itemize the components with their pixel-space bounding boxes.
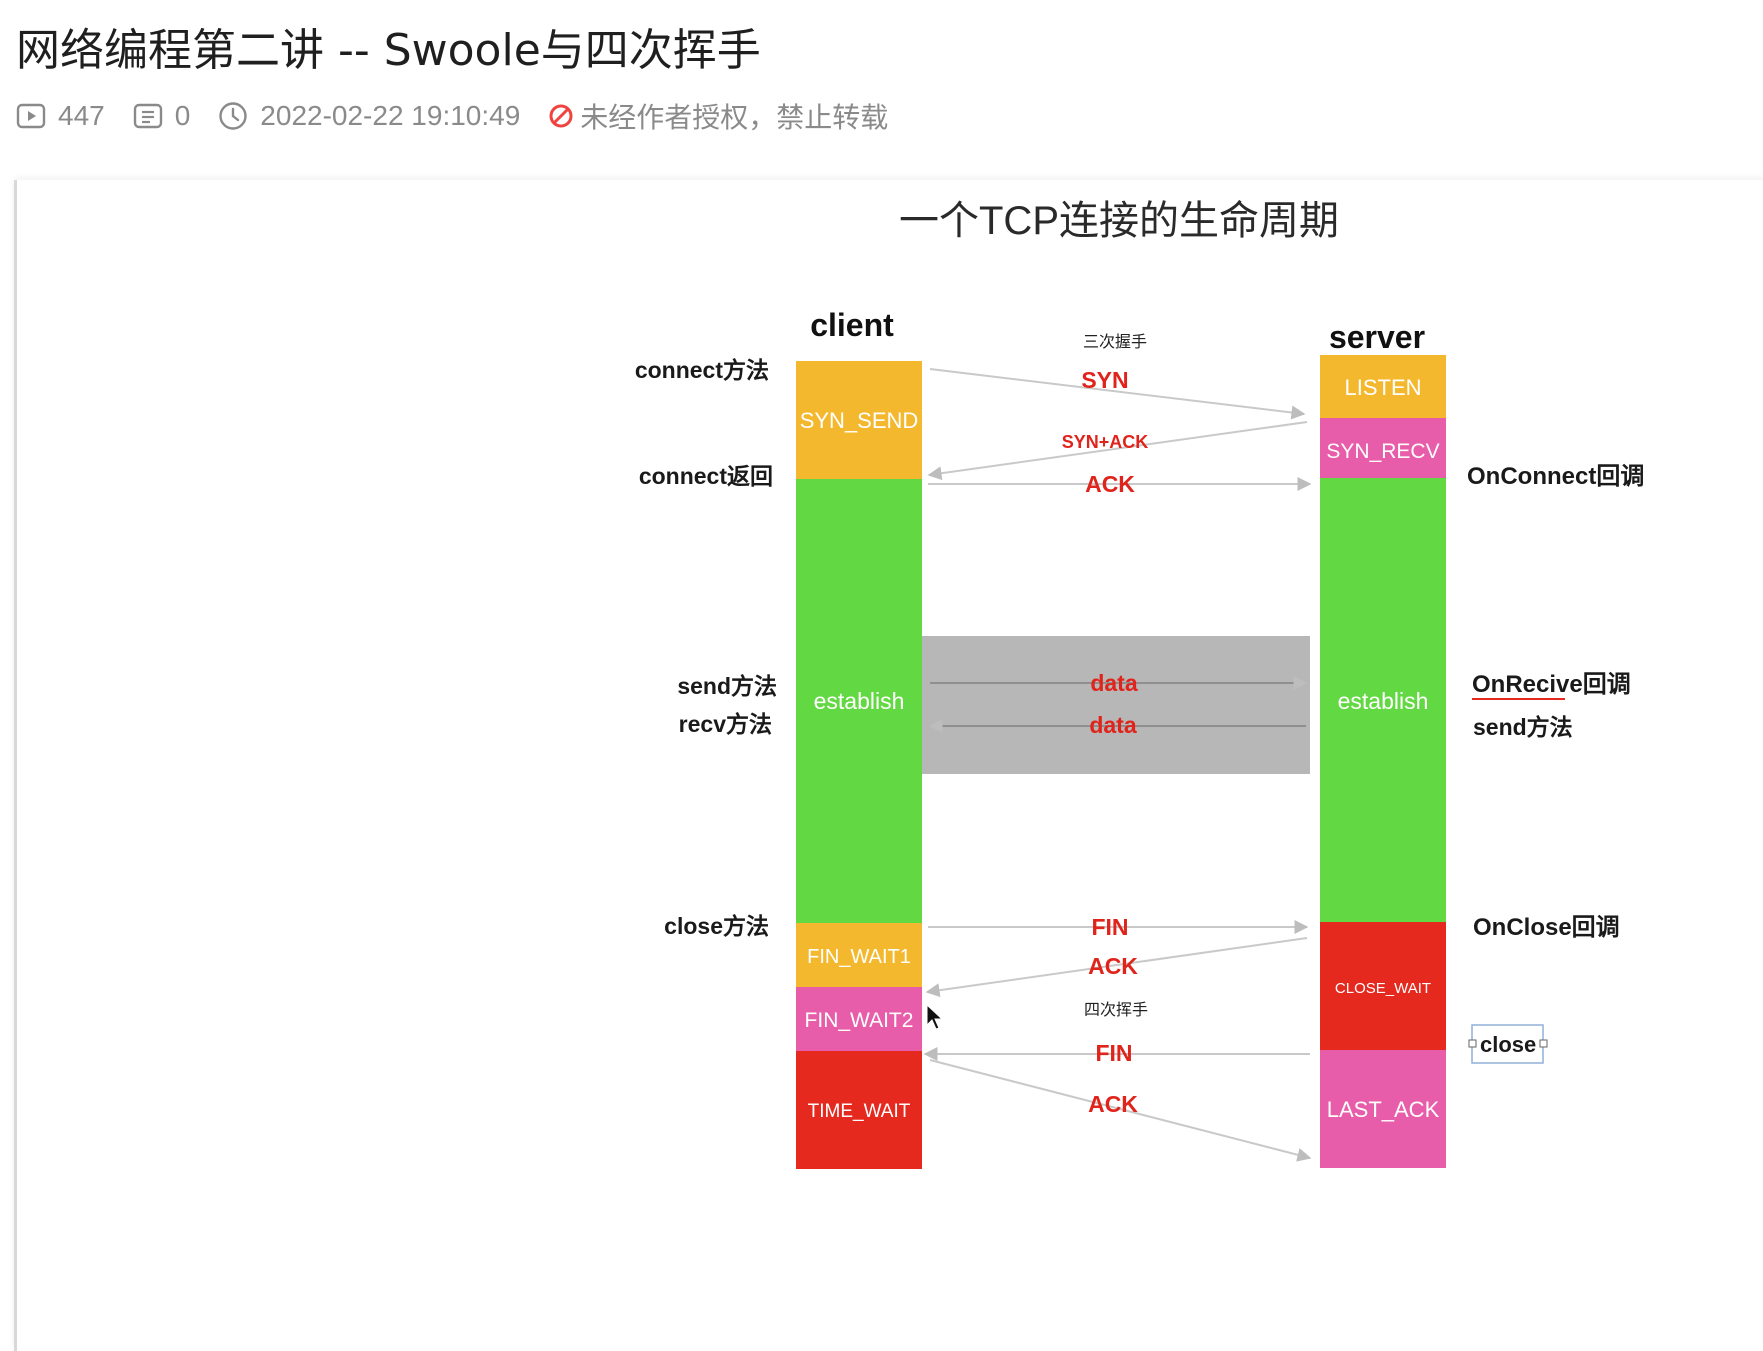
client-label: client [810, 307, 894, 343]
client-note: recv方法 [679, 711, 772, 737]
copyright-notice: 未经作者授权，禁止转载 [548, 96, 888, 136]
server-state-establish [1320, 478, 1446, 922]
message-label: data [1089, 712, 1137, 738]
mouse-cursor-icon [926, 1003, 944, 1030]
forbidden-icon [549, 104, 573, 128]
client-state-fin-wait2 [796, 987, 922, 1051]
server-note: close [1480, 1032, 1536, 1057]
publish-datetime: 2022-02-22 19:10:49 [260, 100, 521, 131]
clock-icon [219, 102, 247, 130]
client-state-fin-wait1 [796, 923, 922, 987]
client-state-label: establish [814, 688, 905, 714]
client-note: connect返回 [639, 463, 773, 489]
server-state-close-wait [1320, 922, 1446, 1050]
server-note: OnConnect回调 [1467, 463, 1644, 490]
server-state-last-ack [1320, 1050, 1446, 1168]
client-state-label: FIN_WAIT1 [807, 946, 911, 968]
server-state-syn-recv [1320, 418, 1446, 478]
message-label: FIN [1095, 1040, 1132, 1066]
message-label: ACK [1088, 953, 1138, 979]
server-label: server [1329, 319, 1425, 355]
server-note: OnRecive回调 [1472, 671, 1631, 698]
selection-handle[interactable] [1468, 1039, 1477, 1048]
comment-icon [133, 103, 162, 129]
video-frame[interactable]: 一个TCP连接的生命周期 client server SYN_SEND esta… [14, 180, 1763, 1351]
page-title: 网络编程第二讲 -- Swoole与四次挥手 [16, 25, 761, 76]
views-count: 447 [58, 100, 105, 131]
server-note: send方法 [1473, 714, 1573, 740]
client-note: connect方法 [635, 357, 769, 383]
server-state-label: establish [1338, 688, 1429, 714]
client-state-establish [796, 479, 922, 923]
publish-time: 2022-02-22 19:10:49 [218, 100, 520, 132]
tcp-lifecycle-diagram: 一个TCP连接的生命周期 client server SYN_SEND esta… [635, 199, 1644, 1169]
message-label: SYN [1081, 367, 1128, 393]
client-state-label: FIN_WAIT2 [805, 1009, 914, 1032]
message-label: FIN [1091, 914, 1128, 940]
message-label: ACK [1085, 471, 1135, 497]
selection-handle[interactable] [1539, 1039, 1548, 1048]
data-exchange-box [918, 636, 1310, 774]
client-state-label: TIME_WAIT [808, 1101, 911, 1122]
comments-stat[interactable]: 0 [133, 100, 191, 132]
message-label: SYN+ACK [1062, 432, 1149, 452]
syn-arrow [929, 368, 1306, 420]
handshake-label: 三次握手 [1083, 333, 1147, 351]
server-state-label: LAST_ACK [1327, 1097, 1440, 1122]
client-note: send方法 [677, 673, 777, 699]
server-note: OnClose回调 [1473, 914, 1620, 941]
message-label: data [1090, 670, 1138, 696]
server-state-listen [1320, 355, 1446, 418]
server-state-label: CLOSE_WAIT [1335, 980, 1431, 997]
diagram-title: 一个TCP连接的生命周期 [899, 199, 1339, 243]
meta-bar: 447 0 2022-02-22 19:10:49 未经作者授权，禁止转载 [16, 96, 916, 136]
ack-arrow-server [925, 937, 1308, 998]
synack-arrow [927, 421, 1308, 481]
client-state-syn-send [796, 361, 922, 479]
copyright-text: 未经作者授权，禁止转载 [580, 102, 889, 133]
server-state-label: SYN_RECV [1326, 440, 1439, 463]
comments-count: 0 [174, 100, 191, 131]
client-note: close方法 [664, 913, 769, 939]
server-state-label: LISTEN [1344, 375, 1421, 400]
wave-label: 四次挥手 [1084, 1001, 1148, 1019]
message-label: ACK [1088, 1091, 1138, 1117]
client-state-label: SYN_SEND [800, 408, 919, 433]
play-icon [16, 103, 46, 129]
client-state-time-wait [796, 1051, 922, 1169]
ack-arrow-final [929, 1059, 1312, 1162]
views-stat: 447 [16, 100, 105, 132]
